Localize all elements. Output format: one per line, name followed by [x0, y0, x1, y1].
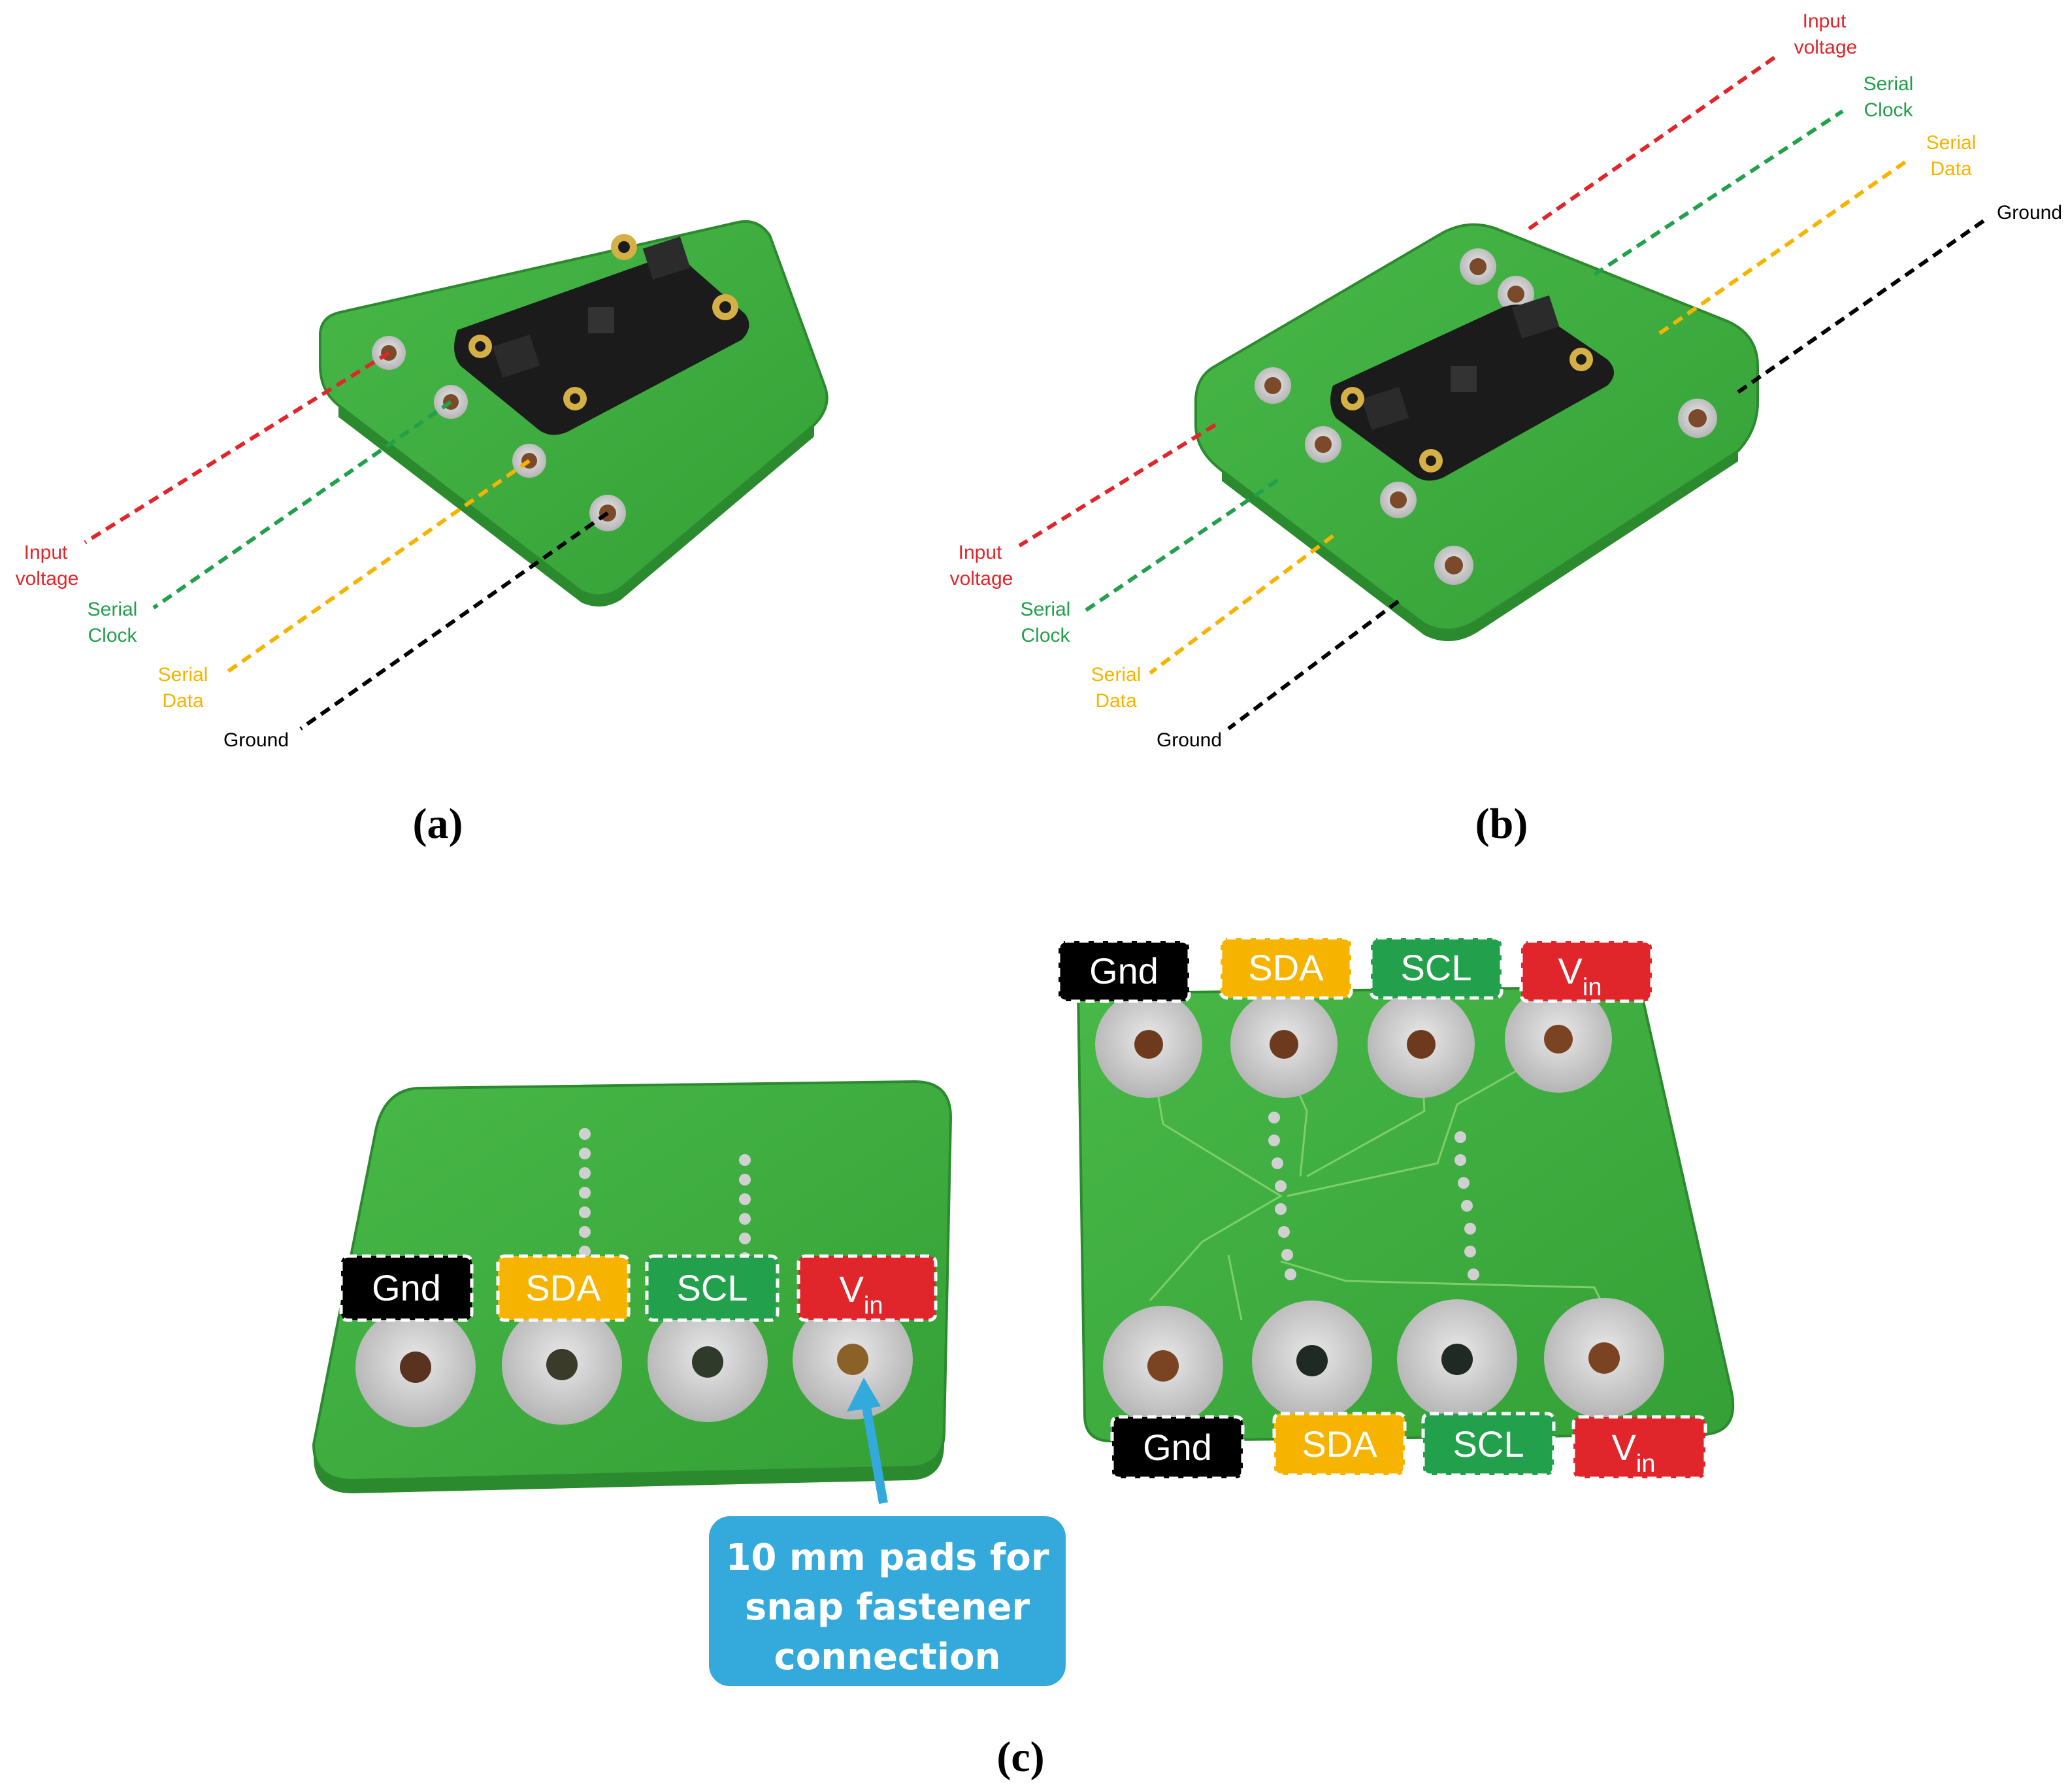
callout-line-3: connection [774, 1636, 1001, 1678]
svg-text:Ground: Ground [1157, 729, 1222, 751]
svg-text:connection: connection [774, 1636, 1001, 1678]
tag-sda-right-top: SDA [1248, 947, 1324, 988]
caption-b: (b) [1475, 800, 1528, 848]
tag-vin-right-bottom: V [1612, 1427, 1637, 1468]
labels-b-left: Input voltage Serial Clock Serial Data G… [950, 542, 1222, 751]
caption-c: (c) [996, 1733, 1044, 1781]
svg-text:Gnd: Gnd [1143, 1427, 1212, 1468]
svg-text:SDA: SDA [1302, 1423, 1377, 1465]
svg-text:Vin: Vin [1558, 950, 1602, 1001]
label-input-voltage-a-2: voltage [16, 568, 79, 589]
tag-scl-left: SCL [677, 1267, 748, 1308]
svg-text:voltage: voltage [950, 568, 1013, 589]
label-serial-data-a-2: Data [162, 690, 204, 712]
label-serial-clock-a-2: Clock [88, 625, 137, 646]
tag-vin-right-bottom-sub: in [1636, 1450, 1656, 1478]
callout-line-2: snap fastener [745, 1586, 1030, 1629]
svg-text:Serial: Serial [1091, 664, 1142, 686]
svg-text:10 mm pads for: 10 mm pads for [726, 1536, 1049, 1579]
tag-scl-right-top: SCL [1401, 947, 1472, 988]
svg-text:Gnd: Gnd [1089, 950, 1158, 991]
svg-text:SDA: SDA [1248, 947, 1324, 988]
svg-text:Vin: Vin [840, 1269, 883, 1319]
panel-b: Input voltage Serial Clock Serial Data G… [950, 10, 2062, 848]
callout-c: 10 mm pads for snap fastener connection [709, 1378, 1066, 1686]
caption-a: (a) [413, 800, 463, 848]
labels-a: Input voltage Serial Clock Serial Data G… [16, 542, 289, 751]
vias-c-right [1268, 1112, 1479, 1280]
tags-c-right-bottom: Gnd SDA SCL Vin [1110, 1412, 1707, 1480]
tag-scl-right-bottom: SCL [1453, 1423, 1524, 1465]
label-ground-a: Ground [223, 729, 289, 751]
svg-text:SCL: SCL [677, 1267, 748, 1308]
svg-text:Serial: Serial [1926, 132, 1977, 154]
tag-vin-right-top-sub: in [1583, 974, 1602, 1001]
sensor-module-b [1330, 295, 1614, 481]
svg-text:(c): (c) [996, 1733, 1044, 1781]
traces-c-right [1149, 1048, 1622, 1340]
svg-text:Gnd: Gnd [372, 1267, 441, 1308]
wires-a [84, 351, 609, 731]
svg-text:Ground: Ground [1997, 202, 2062, 224]
snap-pads-c-left [355, 1299, 913, 1427]
svg-text:Input: Input [24, 542, 68, 563]
svg-text:(a): (a) [413, 800, 463, 848]
labels-b-right: Input voltage Serial Clock Serial Data G… [1794, 10, 2062, 224]
tags-c-right-top: Gnd SDA SCL Vin [1057, 936, 1654, 1003]
snap-pads-c-right-bottom [1103, 1298, 1664, 1426]
tag-vin-right-top: V [1558, 950, 1583, 991]
svg-text:voltage: voltage [16, 568, 79, 589]
svg-text:SCL: SCL [1453, 1423, 1524, 1465]
callout-line-1: 10 mm pads for [726, 1536, 1049, 1579]
tag-vin-left: V [840, 1269, 864, 1310]
svg-text:Serial: Serial [1021, 599, 1071, 620]
tag-gnd-left: Gnd [372, 1267, 441, 1308]
svg-text:SDA: SDA [525, 1267, 601, 1308]
svg-text:Clock: Clock [88, 625, 137, 646]
svg-text:Input: Input [959, 542, 1002, 563]
svg-text:Vin: Vin [1612, 1427, 1656, 1478]
svg-text:SCL: SCL [1401, 947, 1472, 988]
tag-vin-left-sub: in [864, 1292, 883, 1319]
svg-text:Data: Data [1095, 690, 1137, 712]
svg-text:Input: Input [1803, 10, 1847, 32]
svg-text:Serial: Serial [158, 664, 208, 686]
svg-text:Data: Data [1930, 158, 1972, 180]
svg-text:Clock: Clock [1864, 99, 1913, 121]
label-input-voltage-a-1: Input [24, 542, 68, 563]
svg-text:(b): (b) [1475, 800, 1528, 848]
svg-text:Serial: Serial [88, 599, 138, 620]
svg-text:Clock: Clock [1021, 625, 1070, 646]
tag-gnd-right-top: Gnd [1089, 950, 1158, 991]
tag-sda-right-bottom: SDA [1302, 1423, 1377, 1465]
svg-text:Serial: Serial [1864, 73, 1914, 95]
label-serial-data-a-1: Serial [158, 664, 208, 686]
wires-b-left [1018, 423, 1400, 731]
svg-text:Data: Data [162, 690, 204, 712]
sensor-module-a [454, 234, 749, 435]
svg-text:Ground: Ground [223, 729, 289, 751]
label-serial-clock-a-1: Serial [88, 599, 138, 620]
tag-sda-left: SDA [525, 1267, 601, 1308]
panel-a: Input voltage Serial Clock Serial Data G… [16, 220, 829, 848]
wires-b-right [1528, 54, 1988, 394]
panel-c: Gnd SDA SCL Vin 10 mm pads for snap fast… [312, 936, 1735, 1781]
svg-text:voltage: voltage [1794, 37, 1858, 58]
svg-text:snap fastener: snap fastener [745, 1586, 1030, 1629]
tags-c-left: Gnd SDA SCL Vin [339, 1254, 938, 1322]
snap-pads-c-right-top [1095, 986, 1612, 1098]
tag-gnd-right-bottom: Gnd [1143, 1427, 1212, 1468]
